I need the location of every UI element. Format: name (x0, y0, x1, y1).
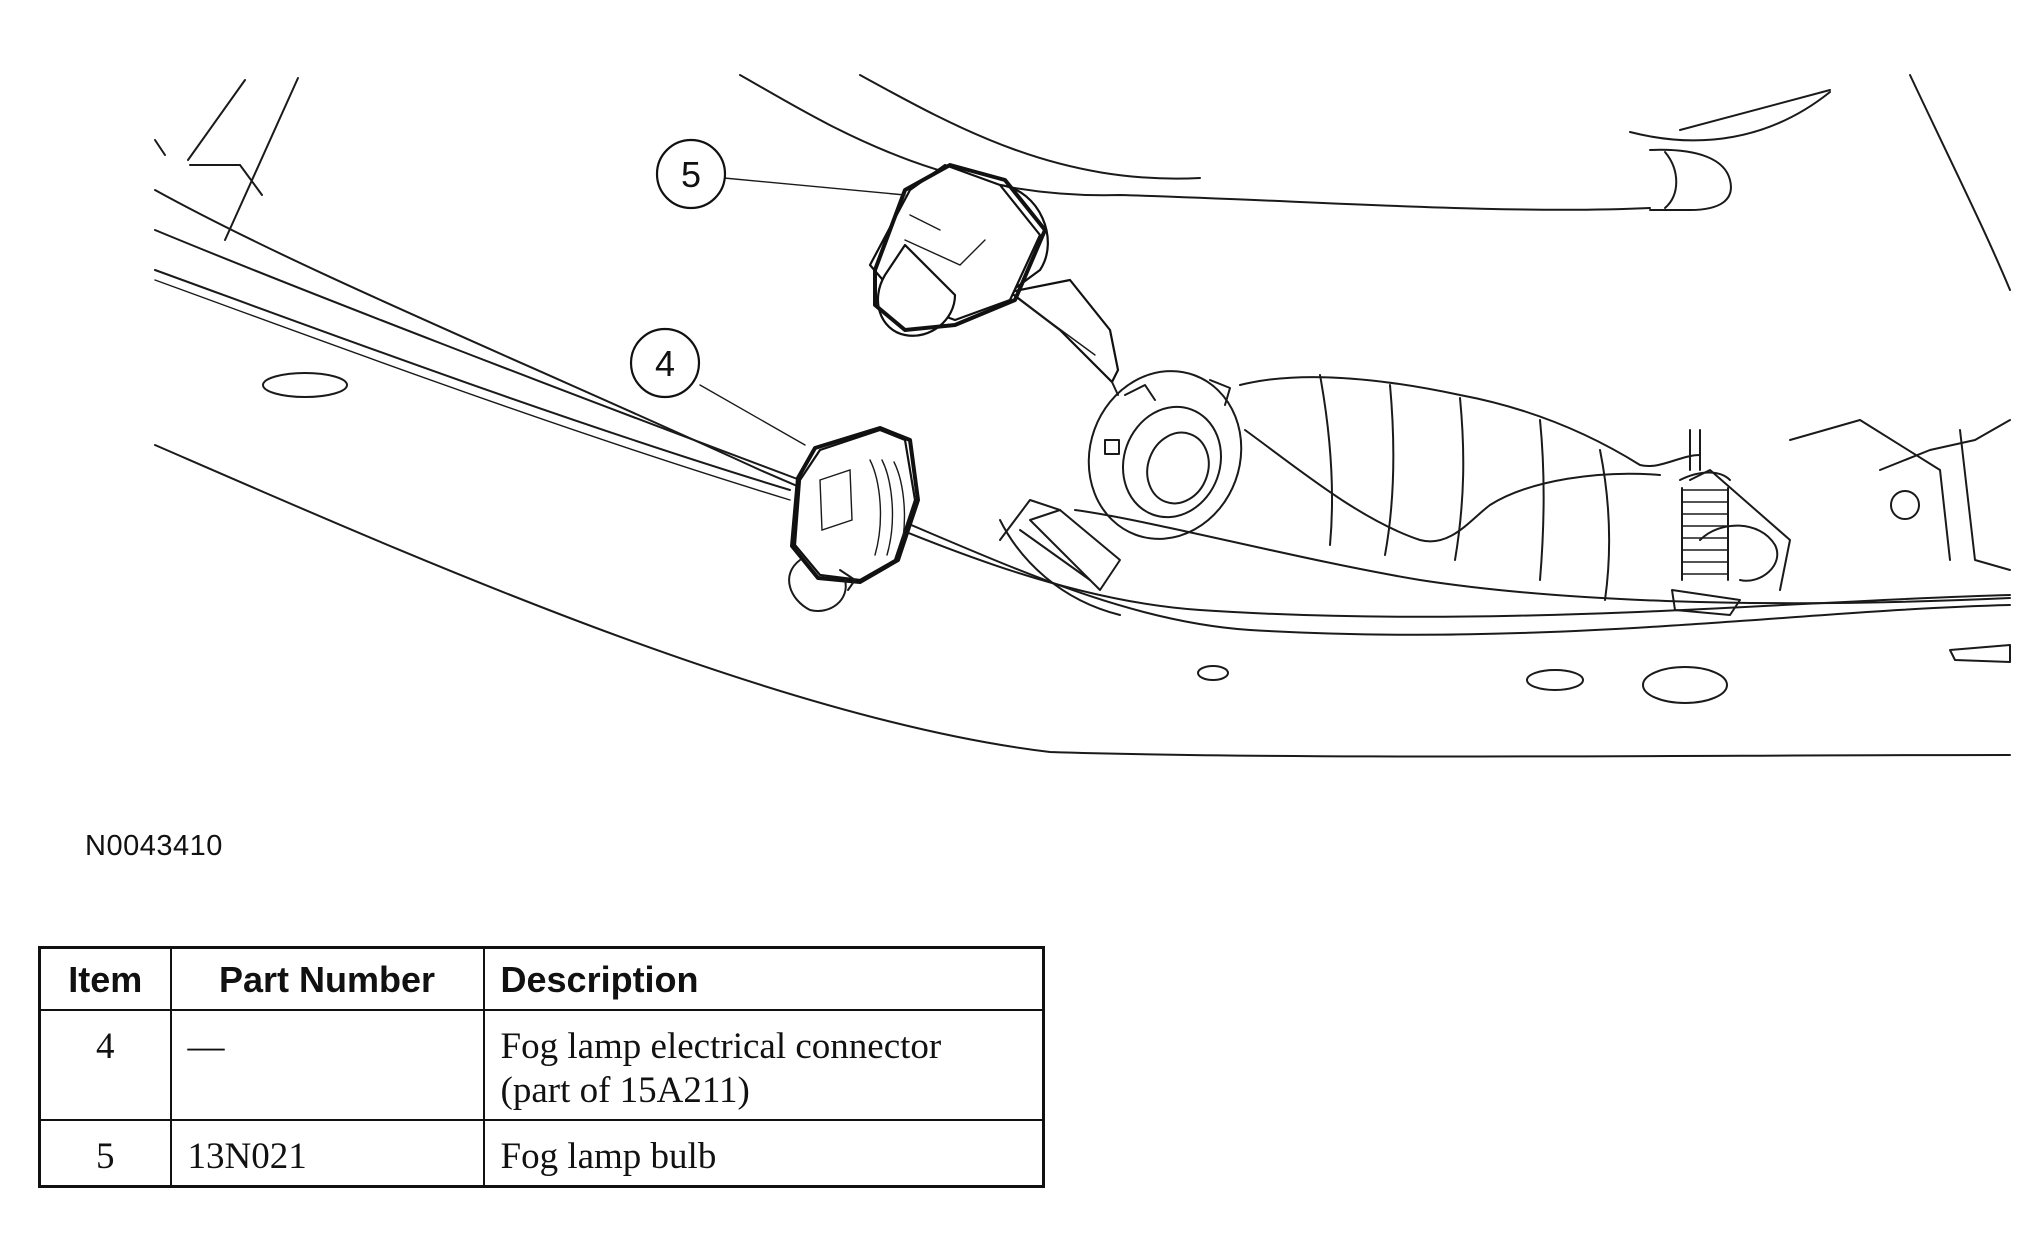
table-row: 5 13N021 Fog lamp bulb (38, 1118, 1045, 1187)
row-description: Fog lamp bulb (482, 1118, 1045, 1187)
row-part-number: — (169, 1008, 485, 1121)
description-line: Fog lamp electrical connector (500, 1025, 942, 1067)
row-item: 5 (38, 1118, 172, 1187)
fog-lamp-housing (999, 374, 2011, 616)
fog-lamp-bulb-icon (868, 163, 1120, 396)
callout-4-label: 4 (655, 343, 675, 384)
callout-leaders (699, 177, 906, 446)
header-part-number: Part Number (169, 946, 485, 1011)
lamp-socket-icon (1029, 370, 1243, 591)
description-line: (part of 15A211) (500, 1069, 750, 1111)
fog-lamp-exploded-diagram: 5 4 (154, 74, 2011, 758)
description-line: Fog lamp bulb (500, 1135, 717, 1177)
row-part-number: 13N021 (169, 1118, 485, 1187)
parts-table: Item Part Number Description 4 — Fog lam… (38, 946, 1045, 1188)
table-row: 4 — Fog lamp electrical connector (part … (38, 1008, 1045, 1121)
figure-id: N0043410 (85, 830, 223, 862)
table-header-row: Item Part Number Description (38, 946, 1045, 1011)
header-description: Description (482, 946, 1045, 1011)
bumper-panel-outline (154, 74, 2011, 758)
adjuster-spring-icon (1671, 429, 1741, 616)
callout-4: 4 (629, 327, 701, 399)
row-description: Fog lamp electrical connector (part of 1… (482, 1008, 1045, 1121)
callout-5: 5 (655, 138, 727, 210)
row-item: 4 (38, 1008, 172, 1121)
callout-5-label: 5 (681, 154, 701, 195)
fog-lamp-connector-icon (788, 426, 920, 612)
header-item: Item (38, 946, 172, 1011)
